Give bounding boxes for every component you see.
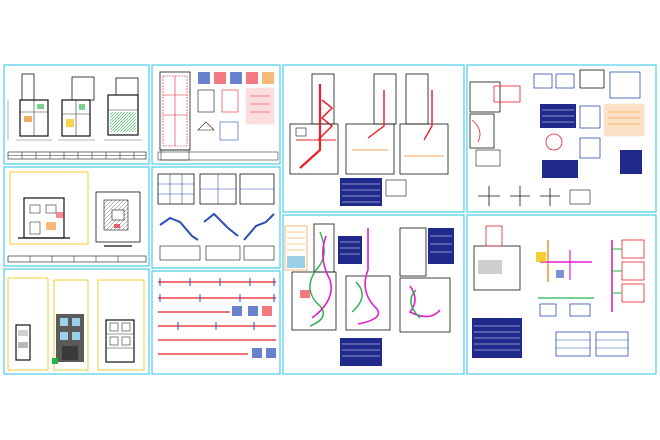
facade-2 bbox=[52, 314, 84, 364]
slab-plan-1 bbox=[157, 173, 195, 205]
water-legend bbox=[284, 225, 308, 271]
drainage-plan-1 bbox=[289, 73, 339, 175]
sheet-floor-plans[interactable] bbox=[3, 64, 150, 165]
site-plan bbox=[95, 191, 141, 243]
slab-plan-2 bbox=[199, 173, 275, 205]
electrical-load-tables bbox=[472, 318, 629, 358]
sheet-beams[interactable] bbox=[151, 270, 281, 375]
riser-diagram bbox=[536, 239, 645, 317]
sheet-water-supply[interactable] bbox=[282, 214, 465, 375]
water-plan-3 bbox=[399, 227, 454, 333]
beam-elevations bbox=[158, 278, 276, 358]
drainage-plan-3 bbox=[399, 73, 449, 175]
electrical-site-plan bbox=[473, 225, 521, 291]
sheet-slabs-stairs[interactable] bbox=[151, 166, 281, 269]
floor-plan-1 bbox=[7, 73, 52, 141]
sheet-electrical-details[interactable] bbox=[466, 64, 657, 213]
stair-details bbox=[159, 212, 275, 261]
front-elevation bbox=[18, 197, 70, 239]
floor-plan-2 bbox=[58, 76, 95, 141]
foundation-plan bbox=[159, 71, 191, 161]
footing-details bbox=[197, 72, 275, 141]
door-window-schedule bbox=[7, 151, 147, 160]
water-schedule bbox=[340, 338, 382, 366]
grounding-details bbox=[478, 186, 591, 206]
drainage-legend bbox=[340, 178, 407, 206]
electrical-plan bbox=[469, 81, 521, 167]
facade-1 bbox=[15, 324, 31, 361]
sheet-electrical-riser[interactable] bbox=[466, 214, 657, 375]
sheet-foundation[interactable] bbox=[151, 64, 281, 165]
sheet-drainage[interactable] bbox=[282, 64, 465, 213]
sheet-facades[interactable] bbox=[3, 268, 150, 375]
floor-plan-3 bbox=[104, 77, 142, 141]
sheet-elevation[interactable] bbox=[3, 166, 150, 267]
water-plan-2 bbox=[345, 228, 391, 331]
water-table-1 bbox=[338, 236, 362, 264]
drainage-plan-2 bbox=[345, 73, 397, 175]
panel-details bbox=[533, 69, 645, 178]
water-plan-1 bbox=[291, 223, 337, 331]
facade-3 bbox=[105, 319, 135, 363]
